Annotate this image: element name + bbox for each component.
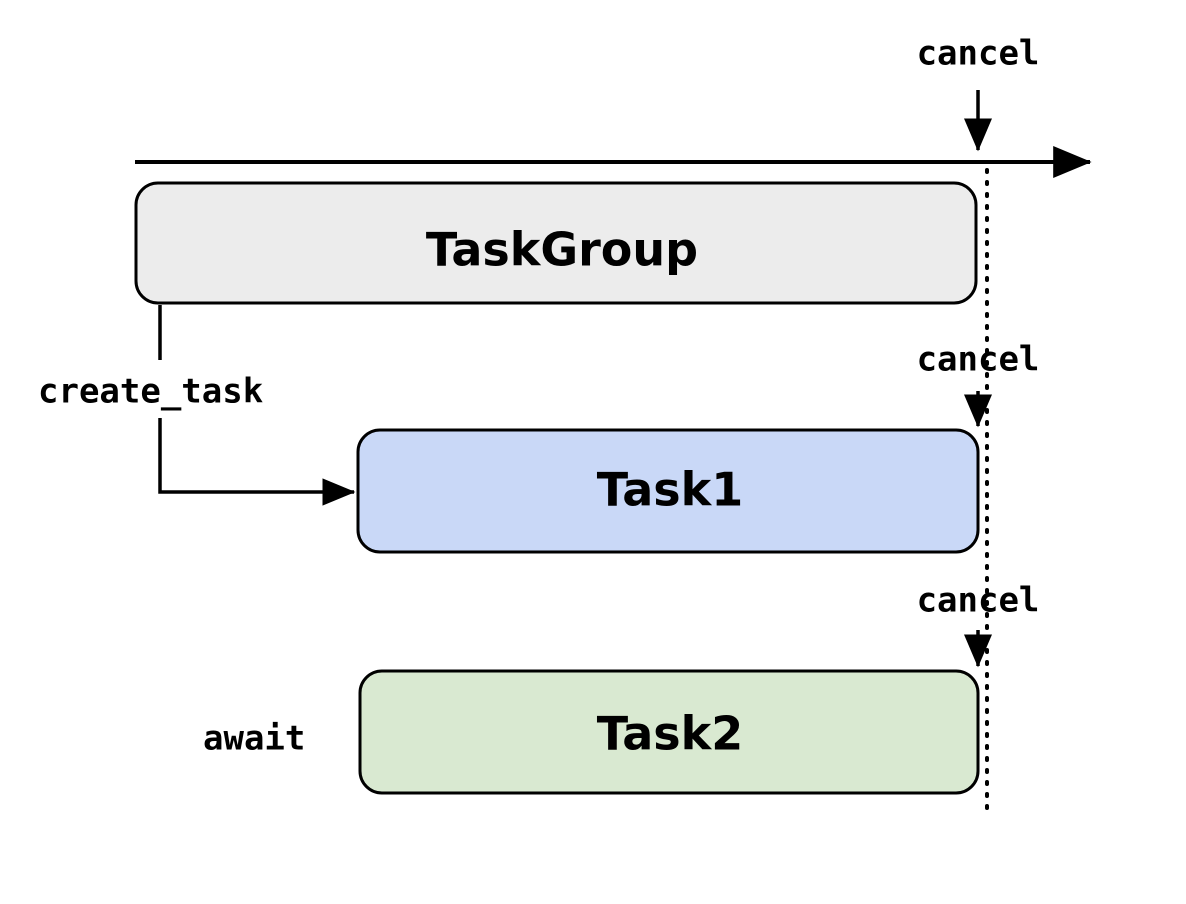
await-label: await bbox=[203, 719, 305, 759]
create-task-label: create_task bbox=[38, 372, 263, 412]
create-task-connector-lower bbox=[158, 418, 356, 506]
task2-box[interactable] bbox=[358, 669, 980, 795]
cancel-task2-label: cancel bbox=[917, 581, 1040, 621]
cancel-taskgroup-label: cancel bbox=[917, 34, 1040, 74]
taskgroup-box-label: TaskGroup bbox=[426, 223, 698, 277]
taskgroup-box[interactable] bbox=[134, 181, 978, 305]
cancel-task1-label: cancel bbox=[917, 340, 1040, 380]
task1-box-label: Task1 bbox=[597, 463, 743, 517]
task2-box-label: Task2 bbox=[597, 707, 743, 761]
task1-box[interactable] bbox=[356, 428, 980, 554]
